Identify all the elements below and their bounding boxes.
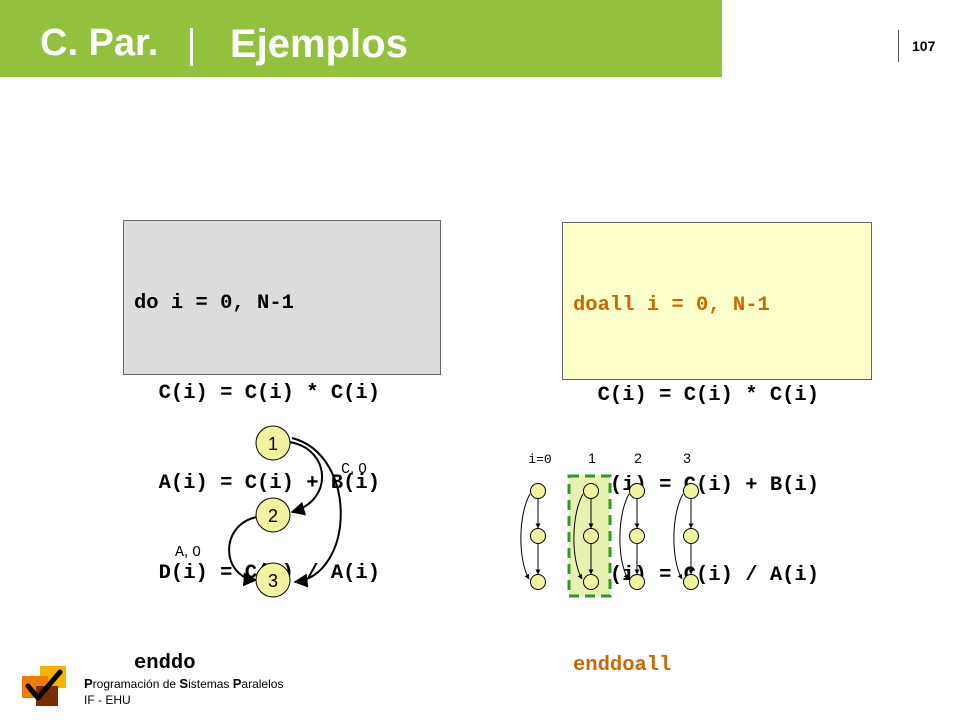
- page-title: Ejemplos: [230, 22, 408, 66]
- code-line-doall: doall i = 0, N-1: [573, 294, 770, 317]
- edge-label-c: C, 0: [341, 460, 367, 478]
- graph-node-2-label: 2: [268, 506, 278, 526]
- edge-label-a: A, 0: [175, 543, 201, 561]
- iter-node: [683, 574, 699, 590]
- graph-node-2: [255, 497, 291, 533]
- footer-subject: Programación de Sistemas Paralelos: [84, 676, 284, 691]
- edge-label-c-var: C: [341, 461, 350, 478]
- edge-label-a-var: A: [175, 544, 184, 561]
- iter-node: [583, 574, 599, 590]
- edge-1-to-3: [291, 437, 342, 588]
- iter-node: [530, 483, 546, 499]
- iter-node: [629, 483, 645, 499]
- iter-node: [683, 483, 699, 499]
- iter-node: [583, 483, 599, 499]
- parallel-code-box: doall i = 0, N-1 C(i) = C(i) * C(i) A(i)…: [562, 222, 872, 677]
- dependence-graph: 1 2 3 C, 0 A, 0: [175, 425, 367, 598]
- edge-2-to-3: [228, 516, 258, 587]
- checkmark-logo-icon: [22, 666, 66, 706]
- iter-edge: [673, 493, 684, 580]
- iteration-label-2: 2: [634, 450, 642, 466]
- iteration-space: i=0 1 2 3: [520, 450, 699, 598]
- iter-node: [683, 528, 699, 544]
- iter-edge: [573, 493, 584, 580]
- code-line-enddoall: enddoall: [573, 654, 672, 677]
- iter-edge: [619, 493, 630, 580]
- graph-node-3-label: 3: [268, 571, 278, 591]
- graph-node-1: [255, 425, 291, 461]
- page-number: 107: [912, 38, 936, 54]
- iteration-label-3: 3: [683, 450, 691, 466]
- graph-node-1-label: 1: [268, 434, 278, 454]
- sequential-code-box: do i = 0, N-1 C(i) = C(i) * C(i) A(i) = …: [123, 220, 441, 675]
- iter-edge: [520, 493, 531, 580]
- code-line: enddo: [134, 652, 196, 675]
- iter-node: [530, 574, 546, 590]
- page-number-divider: [898, 30, 899, 62]
- iter-node: [629, 574, 645, 590]
- footer-credits: Programación de Sistemas Paralelos IF - …: [84, 676, 283, 708]
- iter-node: [629, 528, 645, 544]
- iteration-label-1: 1: [588, 450, 596, 466]
- edge-label-c-distance: , 0: [350, 460, 367, 477]
- iter-node: [583, 528, 599, 544]
- iteration-label-0: i=0: [528, 452, 551, 467]
- footer-institution: IF - EHU: [84, 693, 131, 707]
- edge-1-to-2: [288, 441, 323, 516]
- iter-node: [530, 528, 546, 544]
- graph-node-3: [255, 562, 291, 598]
- code-line: C(i) = C(i) * C(i): [134, 382, 381, 405]
- header-band: [0, 0, 722, 77]
- code-line: C(i) = C(i) * C(i): [573, 384, 820, 407]
- edge-label-a-distance: , 0: [184, 543, 201, 560]
- code-line: do i = 0, N-1: [134, 292, 294, 315]
- course-title: C. Par.: [40, 22, 159, 64]
- header-separator: [190, 28, 193, 66]
- code-line: A(i) = C(i) + B(i): [134, 472, 381, 495]
